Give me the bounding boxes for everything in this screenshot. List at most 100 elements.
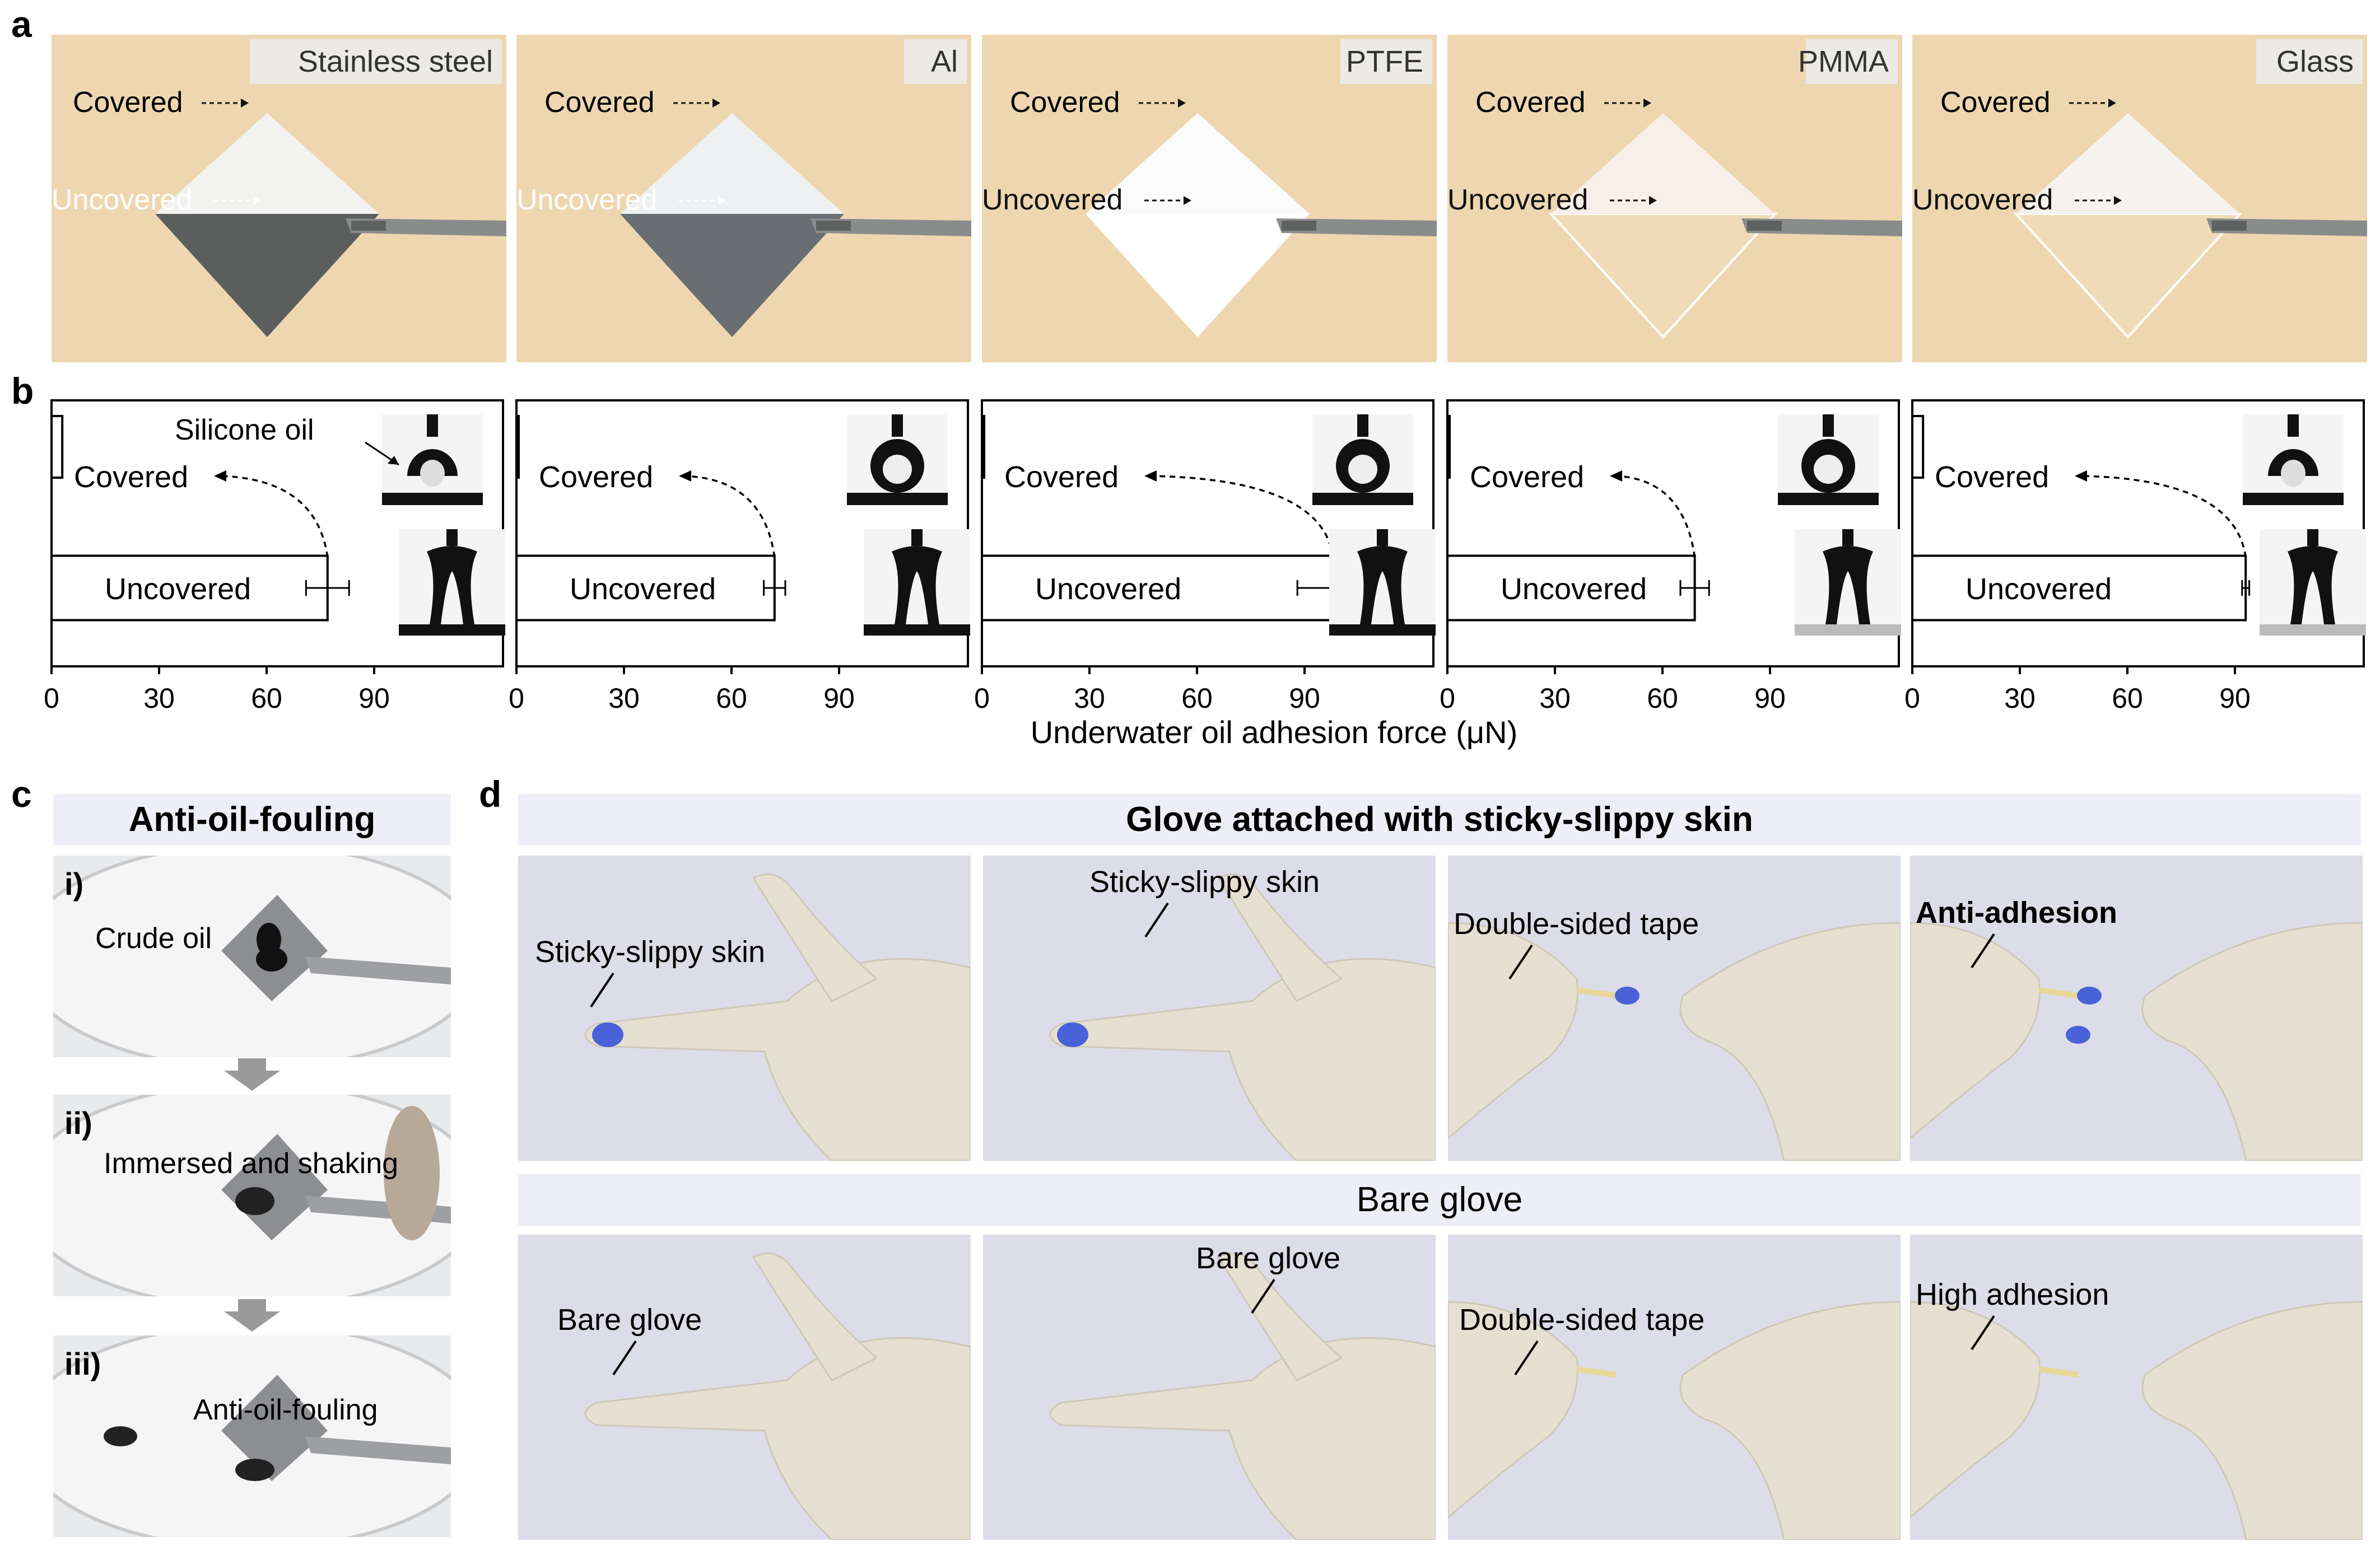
step-arrow: [224, 1058, 280, 1091]
covered-bar-label: Covered: [1004, 460, 1119, 494]
needle: [1823, 414, 1834, 437]
glove-thumb: [1217, 1252, 1343, 1381]
covered-region: [1551, 113, 1775, 214]
glove-photo-skin-4: Anti-adhesion: [1910, 856, 2363, 1161]
tweezers-grip: [816, 221, 851, 231]
uncovered-bar: [1446, 554, 1696, 622]
x-tick-label: 30: [1539, 683, 1571, 714]
double-sided-tape: [1576, 1366, 1617, 1377]
material-label: Glass: [2276, 45, 2354, 78]
panel-c-photo-2: ii)Immersed and shaking: [53, 1095, 451, 1296]
left-glove-hand: [1448, 922, 1578, 1140]
substrate: [2260, 624, 2366, 636]
panel-label-d: d: [479, 773, 502, 815]
covered-label: Covered: [1010, 86, 1120, 119]
material-label-box: [1340, 39, 1432, 84]
caption-pointer: [1251, 1278, 1275, 1314]
step-caption: Immersed and shaking: [104, 1147, 398, 1180]
material-label: PMMA: [1798, 45, 1889, 78]
glove-photo-skin-1: Sticky-slippy skin: [518, 856, 971, 1161]
panel-d-top-title: Glove attached with sticky-slippy skin: [518, 794, 2361, 846]
substrate: [2243, 493, 2344, 505]
down-arrow-shape: [224, 1058, 280, 1091]
covered-arrowhead: [1643, 99, 1651, 108]
oil-droplet: [235, 1187, 274, 1215]
oil-droplet: [235, 1459, 274, 1481]
tweezers-grip: [351, 221, 386, 231]
panel-c-title: Anti-oil-fouling: [53, 794, 451, 846]
drop-highlight: [883, 455, 912, 484]
covered-bar-label: Covered: [1935, 460, 2049, 494]
covered-arrowhead: [2108, 99, 2116, 108]
left-glove-hand: [1448, 1301, 1578, 1519]
material-label: Al: [931, 45, 958, 78]
needle: [1377, 529, 1388, 546]
transition-arrowhead: [2075, 470, 2087, 482]
x-tick-label: 30: [1074, 683, 1105, 714]
material-label-box: [250, 39, 502, 84]
panel-label-c: c: [11, 773, 32, 815]
substrate: [1778, 493, 1879, 505]
glove-caption: Double-sided tape: [1459, 1303, 1704, 1337]
covered-label: Covered: [544, 86, 655, 119]
hand: [384, 1106, 440, 1240]
panel-c-photo-3: iii)Anti-oil-fouling: [53, 1335, 451, 1537]
needle: [892, 414, 903, 437]
covered-label: Covered: [1475, 86, 1586, 119]
glove-caption: Bare glove: [1196, 1241, 1340, 1275]
x-tick-label: 0: [509, 683, 524, 714]
glove-thumb: [752, 873, 878, 1002]
glove-hand: [584, 958, 971, 1161]
caption-pointer: [1514, 1340, 1539, 1376]
stainless-plate: [221, 1375, 328, 1481]
uncovered-arrowhead: [1649, 196, 1657, 205]
covered-arrowhead: [712, 99, 720, 108]
sticky-slippy-skin: [1057, 1022, 1088, 1047]
uncovered-bar: [1911, 554, 2247, 622]
caption-pointer: [1971, 1315, 1995, 1351]
glove-hand: [584, 1337, 971, 1540]
needle: [446, 529, 458, 546]
down-arrow-shape: [224, 1299, 280, 1332]
step-label: iii): [64, 1346, 101, 1381]
tweezers: [305, 956, 451, 984]
transition-arrowhead: [1610, 470, 1622, 482]
right-glove-hand: [2141, 922, 2363, 1161]
stretched-oil-drop: [1357, 546, 1408, 624]
glove-caption: High adhesion: [1916, 1278, 2109, 1311]
tweezers-grip: [1282, 221, 1316, 231]
right-glove-hand: [1679, 922, 1901, 1161]
x-tick-label: 90: [358, 683, 390, 714]
covered-region: [2016, 113, 2240, 214]
x-tick-label: 0: [974, 683, 990, 714]
uncovered-bar-label: Uncovered: [1501, 572, 1647, 606]
covered-bar: [1911, 415, 1925, 479]
material-label-box: [904, 39, 967, 84]
covered-label: Covered: [1940, 86, 2051, 119]
covered-bar-label: Covered: [539, 460, 653, 494]
glove-caption: Bare glove: [557, 1303, 702, 1337]
tweezers: [305, 1436, 451, 1464]
x-tick-label: 90: [823, 683, 855, 714]
transition-arrow: [2080, 475, 2247, 558]
x-tick-label: 30: [2004, 683, 2036, 714]
caption-pointer: [1144, 902, 1169, 938]
glove-photo-bare-2: Bare glove: [983, 1235, 1436, 1540]
glove-photo-skin-2: Sticky-slippy skin: [983, 856, 1436, 1161]
needle: [2288, 414, 2299, 437]
covered-bar-label: Covered: [1470, 460, 1584, 494]
x-tick-label: 60: [251, 683, 282, 714]
glove-hand: [1049, 958, 1436, 1161]
right-glove-hand: [2141, 1301, 2363, 1540]
left-glove-hand: [1910, 922, 2041, 1140]
x-tick-label: 0: [44, 683, 59, 714]
uncovered-arrowhead: [2114, 196, 2122, 205]
stretched-oil-drop: [1823, 546, 1873, 624]
x-tick-label: 60: [2112, 683, 2143, 714]
detached-oil: [104, 1426, 137, 1446]
